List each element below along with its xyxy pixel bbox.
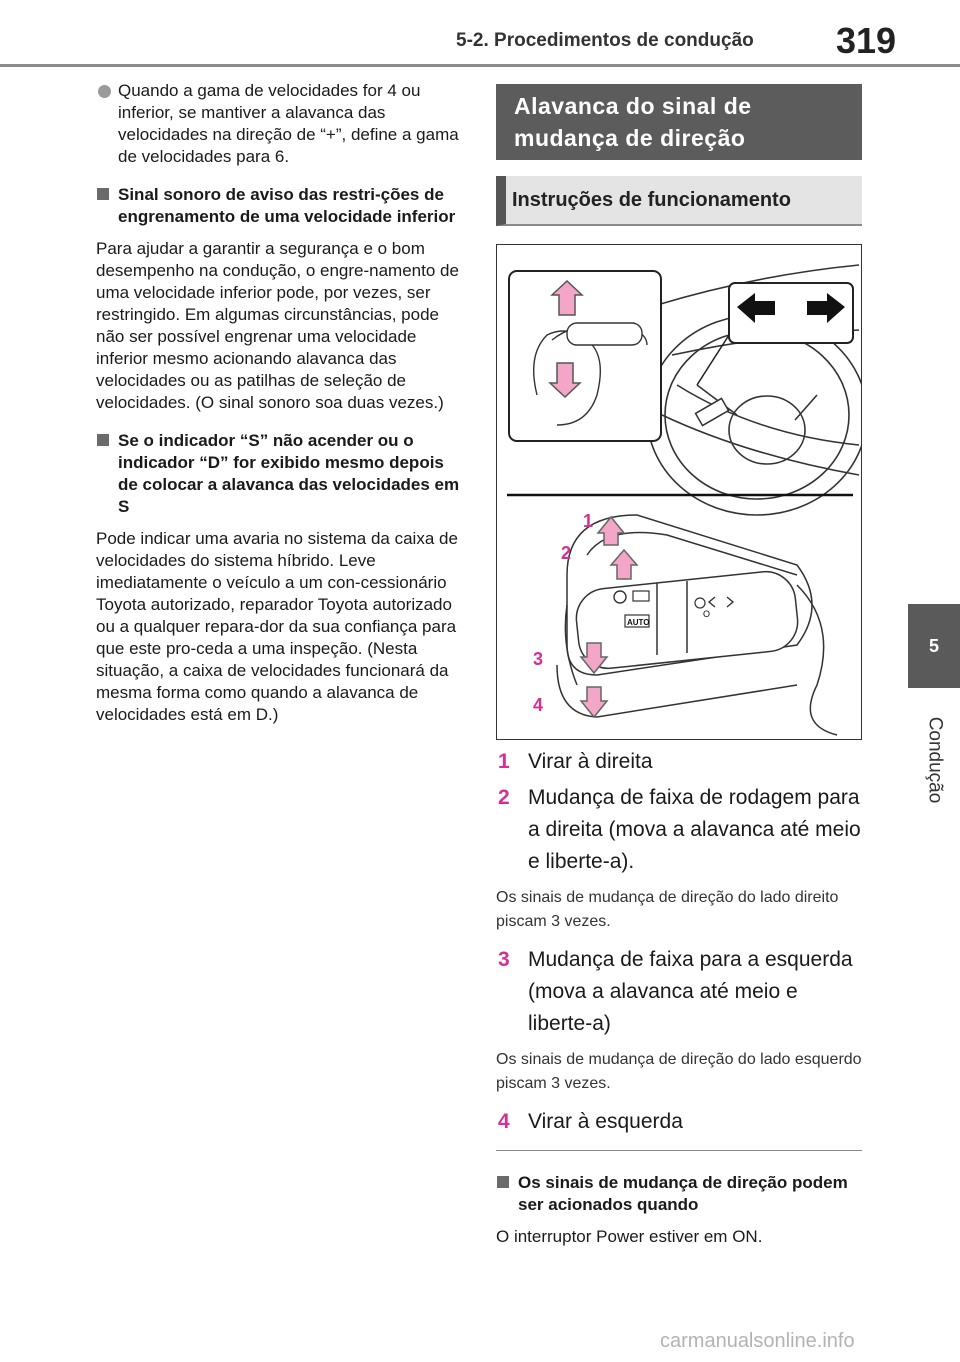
instruction-list: 1 Virar à direita 2 Mudança de faixa de … [496,742,862,1138]
bullet-dot-icon [98,85,111,98]
item-text: Virar à direita [528,750,653,773]
item-number: 2 [498,786,510,809]
position-label-1: 1 [583,511,593,531]
right-arrow-indicator-icon [807,293,845,323]
parking-light-icon [632,590,650,602]
item-number: 3 [498,948,510,971]
item-text: Virar à esquerda [528,1110,683,1133]
hand-drawing [532,322,648,426]
bullet-item: Quando a gama de velocidades for 4 ou in… [96,80,466,168]
chapter-number: 5 [928,635,939,656]
item-text: Mudança de faixa para a esquerda (mova a… [528,948,853,1035]
position-1-arrow-icon [596,515,626,546]
auto-label: AUTO [627,618,650,627]
item-number: 4 [498,1110,510,1133]
lever-drawing [556,514,838,736]
section-heading-indicator: Se o indicador “S” não acender ou o indi… [96,430,466,518]
left-column: Quando a gama de velocidades for 4 ou in… [96,80,466,726]
left-arrow-indicator-icon [737,293,775,323]
section-title: Alavanca do sinal de mudança de direção [496,84,862,160]
fog-light-icon [694,597,706,609]
illustration-svg: AUTO O 1 2 3 4 [507,264,861,736]
position-label-4: 4 [533,695,543,715]
condition-heading: Os sinais de mudança de direção podem se… [496,1172,862,1216]
watermark: carmanualsonline.info [660,1330,855,1352]
position-4-arrow-icon [579,686,609,719]
section1-heading-text: Sinal sonoro de aviso das restri-ções de… [118,185,456,226]
arrow-up-icon [550,279,584,316]
section1-body: Para ajudar a garantir a segurança e o b… [96,239,459,412]
turn-signal-arrows-icon [707,596,735,608]
item-note: Os sinais de mudança de direção do lado … [496,889,839,930]
indicator-callout-box [728,282,854,344]
square-bullet-icon [497,1176,509,1188]
square-bullet-icon [97,188,109,200]
chapter-label: Condução [924,716,945,804]
subsection-title: Instruções de funcionamento [496,176,862,226]
switch-symbols: AUTO O [613,590,735,628]
list-item: 3 Mudança de faixa para a esquerda (mova… [496,944,862,1040]
position-2-arrow-icon [609,548,639,580]
condition-heading-text: Os sinais de mudança de direção podem se… [518,1173,848,1214]
section2-heading-text: Se o indicador “S” não acender ou o indi… [118,431,460,516]
arrow-down-icon [548,362,582,399]
condition-body: O interruptor Power estiver em ON. [496,1227,763,1246]
section-divider [496,1150,862,1151]
item-text: Mudança de faixa de rodagem para a direi… [528,786,861,873]
condition-section: Os sinais de mudança de direção podem se… [496,1156,862,1248]
turn-signal-illustration: AUTO O 1 2 3 4 [496,244,862,740]
list-item: 2 Mudança de faixa de rodagem para a dir… [496,782,862,878]
square-bullet-icon [97,434,109,446]
position-3-arrow-icon [579,642,609,675]
list-item: 1 Virar à direita [496,746,862,778]
off-label: O [703,609,710,619]
bullet-text: Quando a gama de velocidades for 4 ou in… [118,81,459,166]
header-section-title: 5-2. Procedimentos de condução [456,30,754,51]
chapter-tab[interactable]: 5 [908,604,960,688]
position-label-3: 3 [533,649,543,669]
chapter-label-box: Condução [905,700,960,820]
headlight-icon [613,590,627,604]
item-number: 1 [498,750,510,773]
list-item: 4 Virar à esquerda [496,1106,862,1138]
item-note: Os sinais de mudança de direção do lado … [496,1051,862,1092]
header-divider [0,64,960,67]
hand-inset-box [508,270,662,442]
section2-body: Pode indicar uma avaria no sistema da ca… [96,529,458,724]
section-heading-warning-buzzer: Sinal sonoro de aviso das restri-ções de… [96,184,466,228]
position-label-2: 2 [561,543,571,563]
page-number: 319 [836,20,897,61]
